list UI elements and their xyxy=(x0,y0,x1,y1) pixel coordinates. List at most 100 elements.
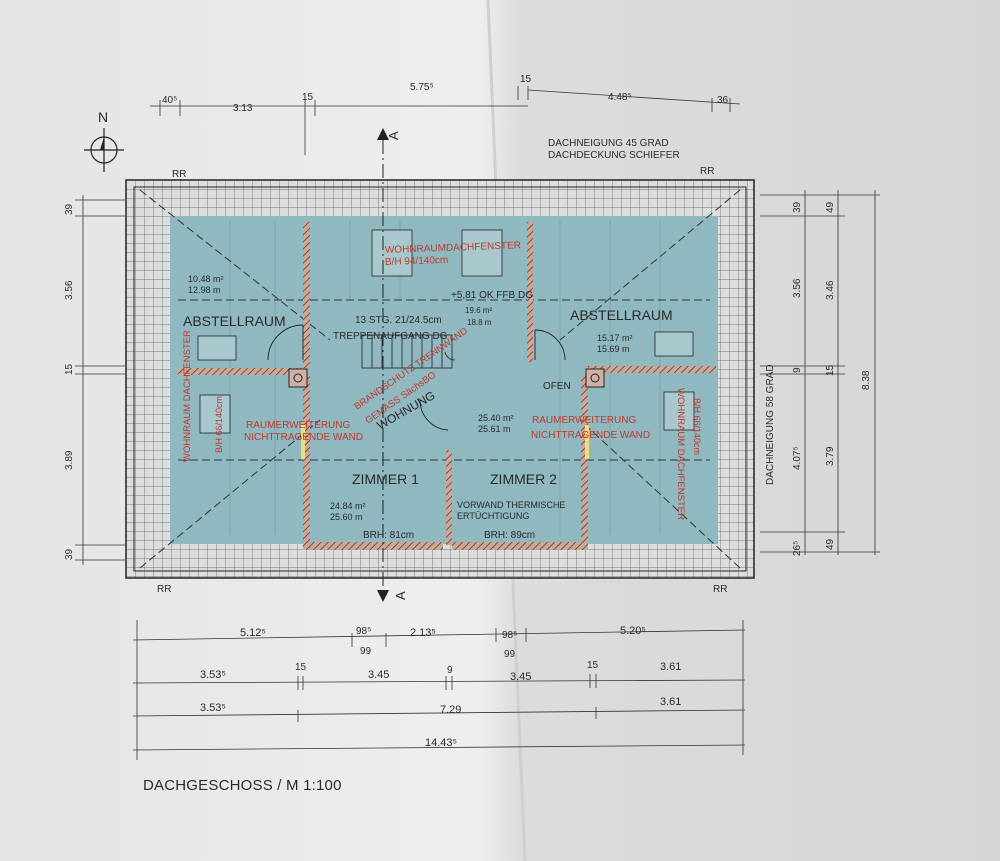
zimmer2-area: 25.40 m² xyxy=(478,413,514,423)
bottom-dim-13: 15 xyxy=(587,660,599,671)
abstell-left-name: ABSTELLRAUM xyxy=(183,313,286,329)
red-wohnraum-right: WOHNRAUM DACHFENSTER xyxy=(675,388,686,520)
zimmer2-area2: 25.61 m xyxy=(478,424,511,434)
bottom-dim-11: 9 xyxy=(447,665,453,676)
bottom-dim-1: 5.12⁵ xyxy=(240,627,266,639)
right-dim-a4: 4.07⁵ xyxy=(792,446,803,470)
red-erweiterung-right: RAUMERWEITERUNG xyxy=(532,415,636,426)
window-symbols xyxy=(197,229,695,434)
top-dim-5: 15 xyxy=(520,74,532,85)
small-area-2: 18.8 m xyxy=(467,318,492,327)
bottom-dim-10: 3.45 xyxy=(368,669,389,681)
bottom-dim-17: 3.61 xyxy=(660,696,681,708)
stair-count: 13 STG. 21/24.5cm xyxy=(355,315,442,326)
zimmer1-area: 24.84 m² xyxy=(330,501,366,511)
zimmer1-name: ZIMMER 1 xyxy=(352,471,419,487)
zimmer1-area2: 25.60 m xyxy=(330,512,363,522)
right-dim-total: 8.38 xyxy=(861,370,872,390)
bottom-dim-total: 14.43⁵ xyxy=(425,737,457,749)
zimmer2-name: ZIMMER 2 xyxy=(490,471,557,487)
right-dim-a1: 39 xyxy=(792,201,803,213)
abstell-right-area2: 15.69 m xyxy=(597,344,630,354)
red-nichttragend-left: NICHTTRAGENDE WAND xyxy=(244,432,363,443)
small-area-1: 19.6 m² xyxy=(465,306,492,315)
bottom-dim-9: 15 xyxy=(295,662,307,673)
roof-edge xyxy=(133,186,747,572)
zimmer2-note2: ERTÜCHTIGUNG xyxy=(457,511,529,521)
top-dim-3: 15 xyxy=(302,92,314,103)
side-pitch-note: DACHNEIGUNG 58 GRAD xyxy=(765,364,776,485)
right-dimension-lines xyxy=(760,190,880,555)
doors xyxy=(267,324,566,431)
staircase xyxy=(361,334,456,369)
right-dim-b3: 15 xyxy=(825,364,836,376)
bottom-dim-15: 3.53⁵ xyxy=(200,702,226,714)
right-dim-b1: 49 xyxy=(825,201,836,213)
rr-label-bottom-right: RR xyxy=(713,584,727,595)
left-dim-3: 15 xyxy=(64,363,75,375)
right-dim-b4: 3.79 xyxy=(825,446,836,466)
walls xyxy=(178,222,716,550)
ofen-label: OFEN xyxy=(543,381,571,392)
right-dim-a3: 9 xyxy=(792,367,803,373)
bottom-dim-14: 3.61 xyxy=(660,661,681,673)
red-wohnraum-left-size: B/H 66/140cm xyxy=(214,396,224,453)
bottom-dim-8: 3.53⁵ xyxy=(200,669,226,681)
rr-label-top-left: RR xyxy=(172,169,186,180)
bottom-dim-7: 5.20⁵ xyxy=(620,625,646,637)
bottom-dim-2: 98⁵ xyxy=(356,626,371,637)
bottom-dim-5: 98⁵ xyxy=(502,630,517,641)
top-dim-4: 5.75⁵ xyxy=(410,82,434,93)
chimney-left xyxy=(288,368,308,388)
red-dachfenster-size: B/H 94/140cm xyxy=(385,255,449,268)
top-dim-1: 40⁵ xyxy=(162,95,177,106)
section-label-top: A xyxy=(386,131,401,140)
section-line-a xyxy=(377,128,389,602)
left-dim-1: 39 xyxy=(64,203,75,215)
zimmer1-brh: BRH: 81cm xyxy=(363,530,414,541)
left-dim-4: 3.89 xyxy=(64,450,75,470)
right-dim-a5: 26⁵ xyxy=(792,541,803,556)
marker-strips xyxy=(301,425,589,459)
section-label-bottom: A xyxy=(393,591,408,600)
hip-lines xyxy=(139,189,741,569)
red-wohnraum-right-size: B/H 66/140cm xyxy=(692,398,702,455)
north-arrow-icon xyxy=(84,128,124,172)
red-wohnraum-left: WOHNRAUM DACHFENSTER xyxy=(182,330,193,462)
top-dim-2: 3.13 xyxy=(233,103,253,114)
right-dim-a2: 3.56 xyxy=(792,278,803,298)
floor-area xyxy=(170,216,718,544)
left-dimension-line xyxy=(75,195,125,565)
roof-tiles-lower-left xyxy=(178,544,302,570)
right-dim-b2: 3.46 xyxy=(825,280,836,300)
bottom-dimension-lines xyxy=(132,620,746,760)
bottom-dim-12: 3.45 xyxy=(510,671,531,683)
bottom-dim-4: 2.13⁵ xyxy=(410,627,436,639)
floor-level: +5,81 OK FFB DG xyxy=(451,290,533,301)
left-dim-5: 39 xyxy=(64,548,75,560)
roof-pitch-note: DACHNEIGUNG 45 GRAD xyxy=(548,138,669,149)
red-nichttragend-right: NICHTTRAGENDE WAND xyxy=(531,430,650,441)
abstell-left-area: 10.48 m² xyxy=(188,274,224,284)
rr-label-top-right: RR xyxy=(700,166,714,177)
zimmer2-brh: BRH: 89cm xyxy=(484,530,535,541)
top-dim-6: 4.48⁵ xyxy=(608,92,632,103)
stair-label: TREPPENAUFGANG DG xyxy=(333,331,448,342)
roof-covering-note: DACHDECKUNG SCHIEFER xyxy=(548,150,680,161)
bottom-dim-3: 99 xyxy=(360,646,372,657)
chimney-right-flue xyxy=(590,373,600,383)
drawing-title: DACHGESCHOSS / M 1:100 xyxy=(143,777,342,794)
abstell-left-area2: 12.98 m xyxy=(188,285,221,295)
red-dachfenster: WOHNRAUMDACHFENSTER xyxy=(385,240,521,256)
abstell-right-name: ABSTELLRAUM xyxy=(570,307,673,323)
chimney-right xyxy=(585,368,605,388)
top-dimension-line xyxy=(150,86,741,155)
right-dim-b5: 49 xyxy=(825,538,836,550)
top-dim-7: 36 xyxy=(717,95,729,106)
chimney-left-flue xyxy=(293,373,303,383)
bottom-dim-16: 7.29 xyxy=(440,704,461,716)
abstell-right-area: 15.17 m² xyxy=(597,333,633,343)
roof-tiles-lower-right xyxy=(590,544,718,570)
